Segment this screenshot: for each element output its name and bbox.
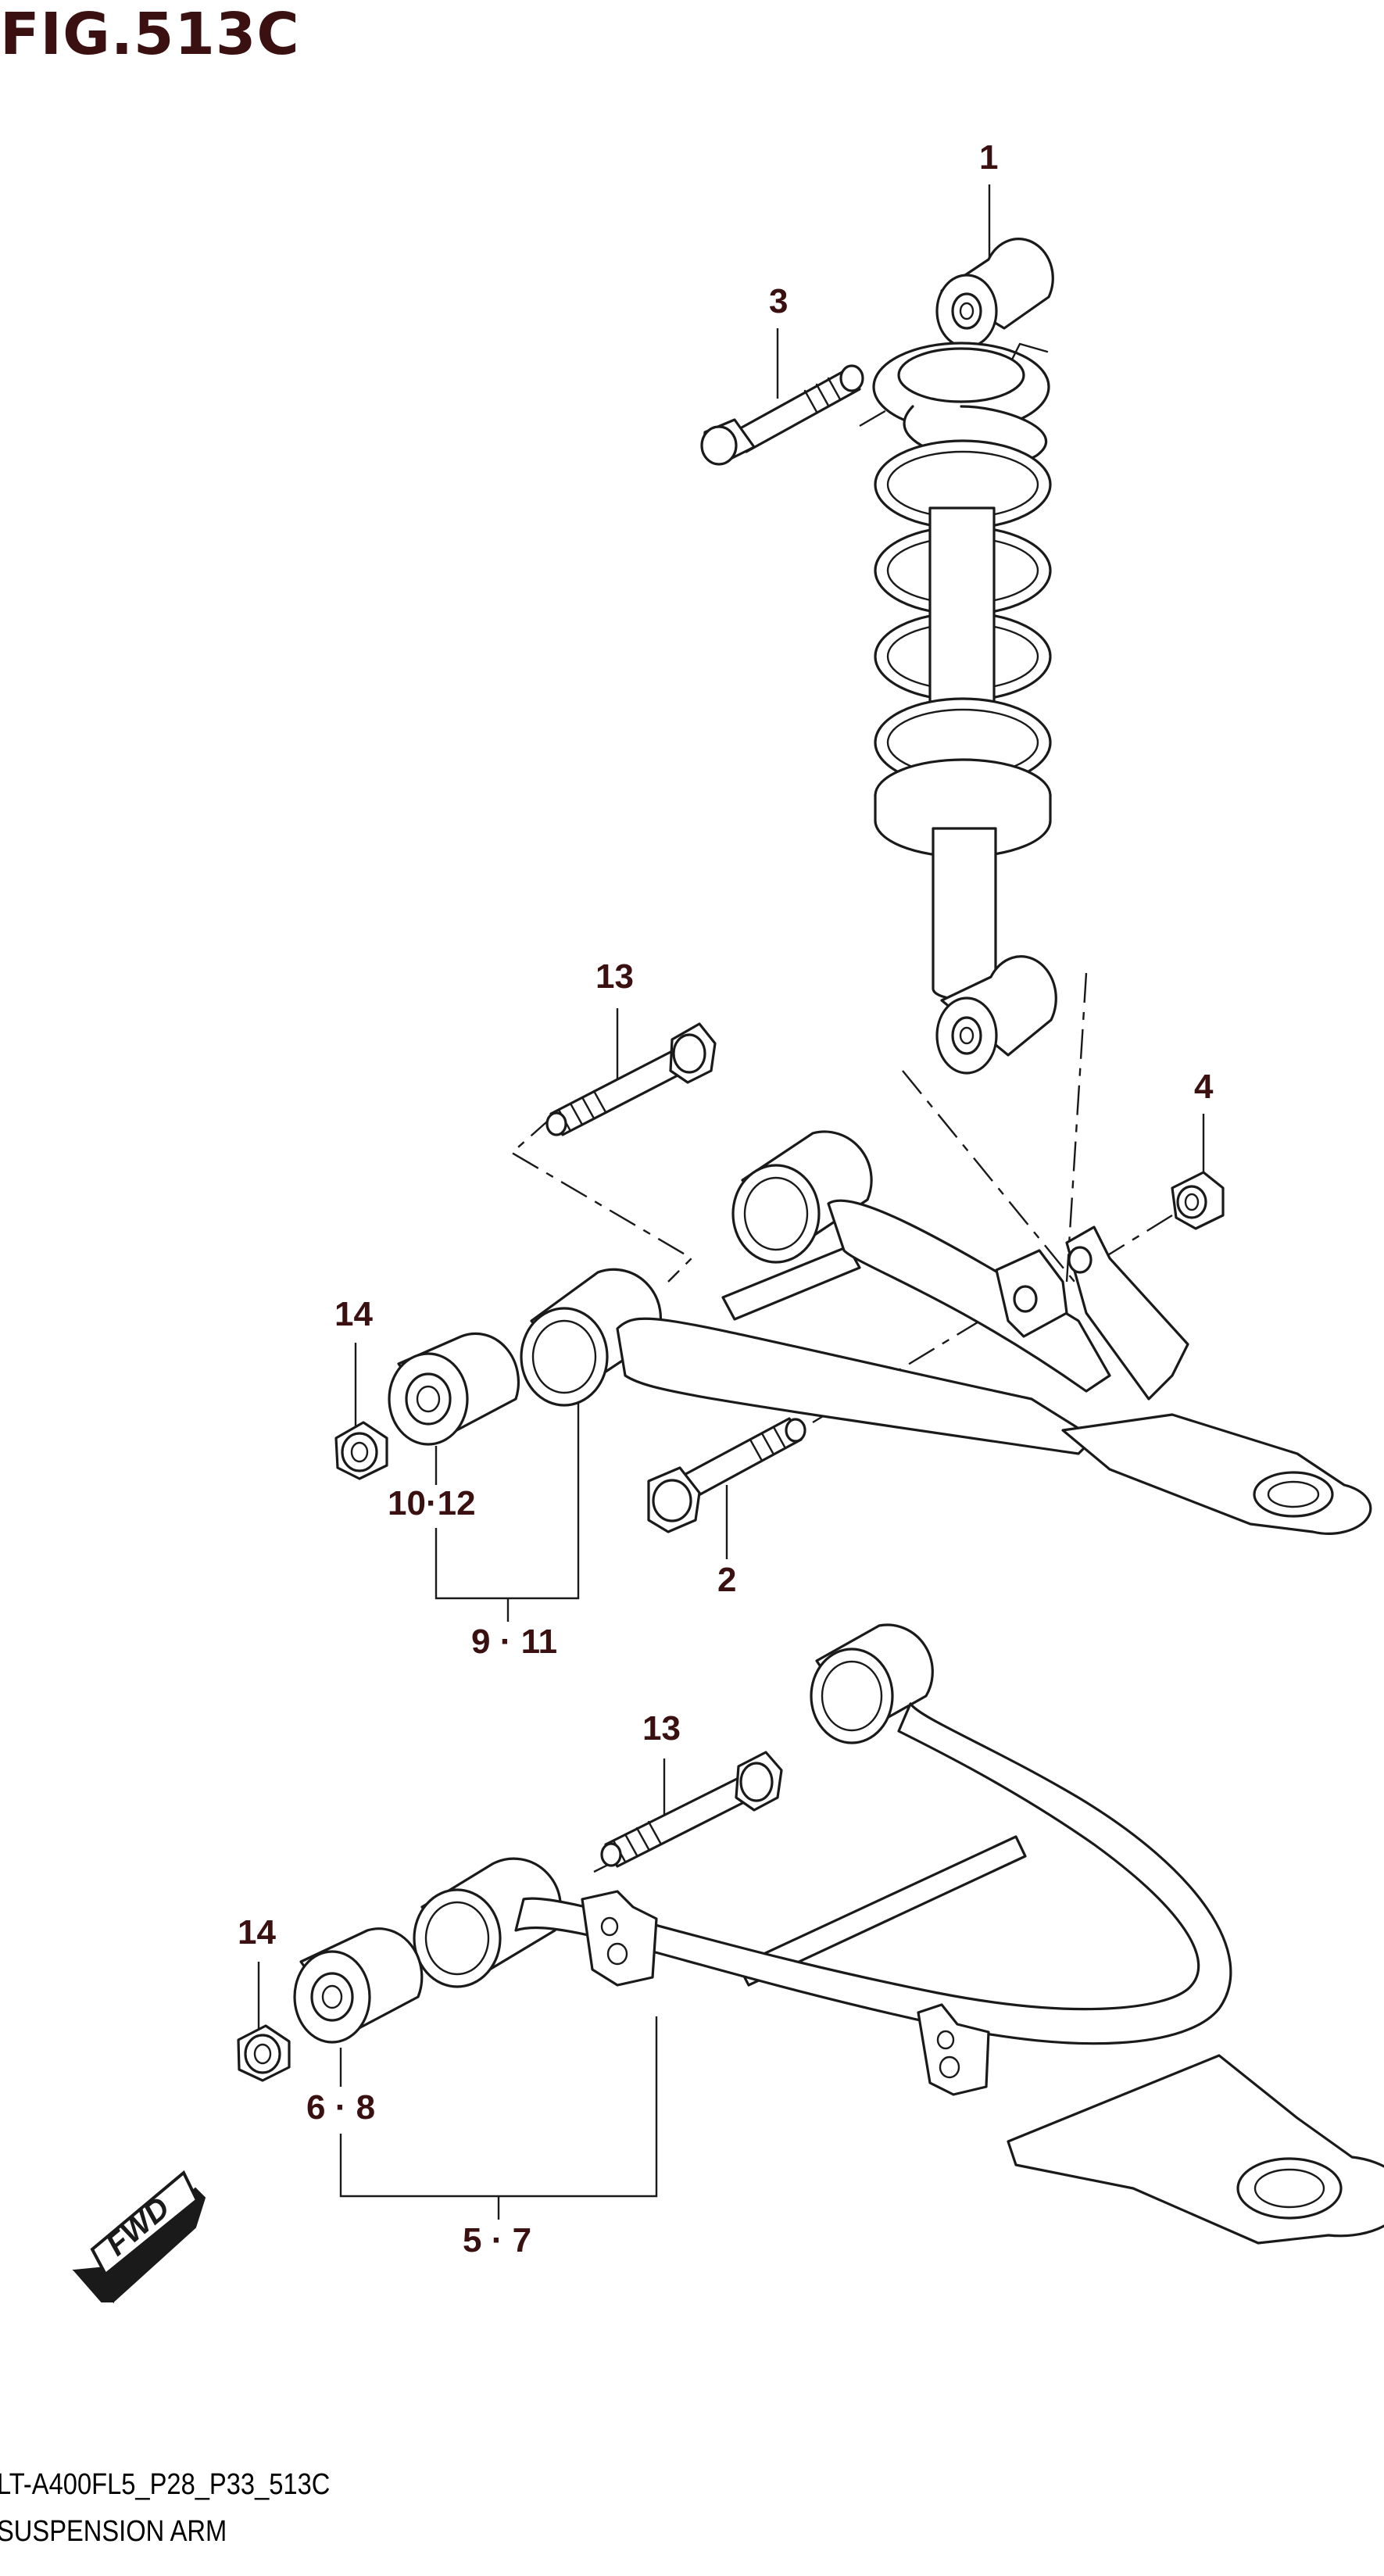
callout-lower-arm-bushing: 6 · 8 [306,2088,376,2127]
lower-arm [413,1623,1384,2245]
callout-shock-nut: 4 [1194,1068,1214,1106]
callout-upper-pivot-nut: 14 [334,1295,373,1333]
callout-upper-shock-bolt: 3 [769,282,789,320]
callout-upper-pivot-bolt: 13 [595,957,634,996]
callout-lower-arm: 5 · 7 [463,2221,532,2259]
leader-bracket-5-7 [339,2016,658,2198]
upper-arm [520,1130,1372,1535]
fwd-arrow-icon: FWD [72,2170,206,2304]
footer-section-name: SUSPENSION ARM [0,2515,227,2548]
lower-pivot-bolt [600,1751,783,1868]
lower-pivot-nut [237,2024,291,2082]
shock-nut [1171,1171,1225,1230]
upper-pivot-bolt [545,1022,717,1136]
callout-upper-arm-bushing: 10·12 [388,1484,476,1522]
lower-shock-bolt [647,1417,806,1533]
lower-arm-bushing [293,1927,424,2044]
upper-shock-bolt [700,364,864,466]
footer-model-code: LT-A400FL5_P28_P33_513C [0,2468,331,2501]
guide-lower-shock-right [1065,972,1088,1283]
callout-lower-shock-bolt: 2 [717,1561,737,1599]
shock-absorber [872,238,1057,1075]
leader-lines [257,184,1205,2220]
figure-title: FIG.513C [0,1,300,68]
callout-upper-arm: 9 · 11 [471,1623,558,1661]
callout-shock-absorber: 1 [979,138,999,177]
upper-arm-bushing [388,1332,520,1446]
guide-upper-pivot-bolt [510,1115,693,1283]
upper-pivot-nut [334,1421,388,1480]
guide-lower-shock-left [902,1070,1075,1283]
guide-upper-bolt [859,372,950,428]
callout-lower-pivot-bolt: 13 [642,1709,681,1748]
callout-lower-pivot-nut: 14 [238,1913,276,1952]
